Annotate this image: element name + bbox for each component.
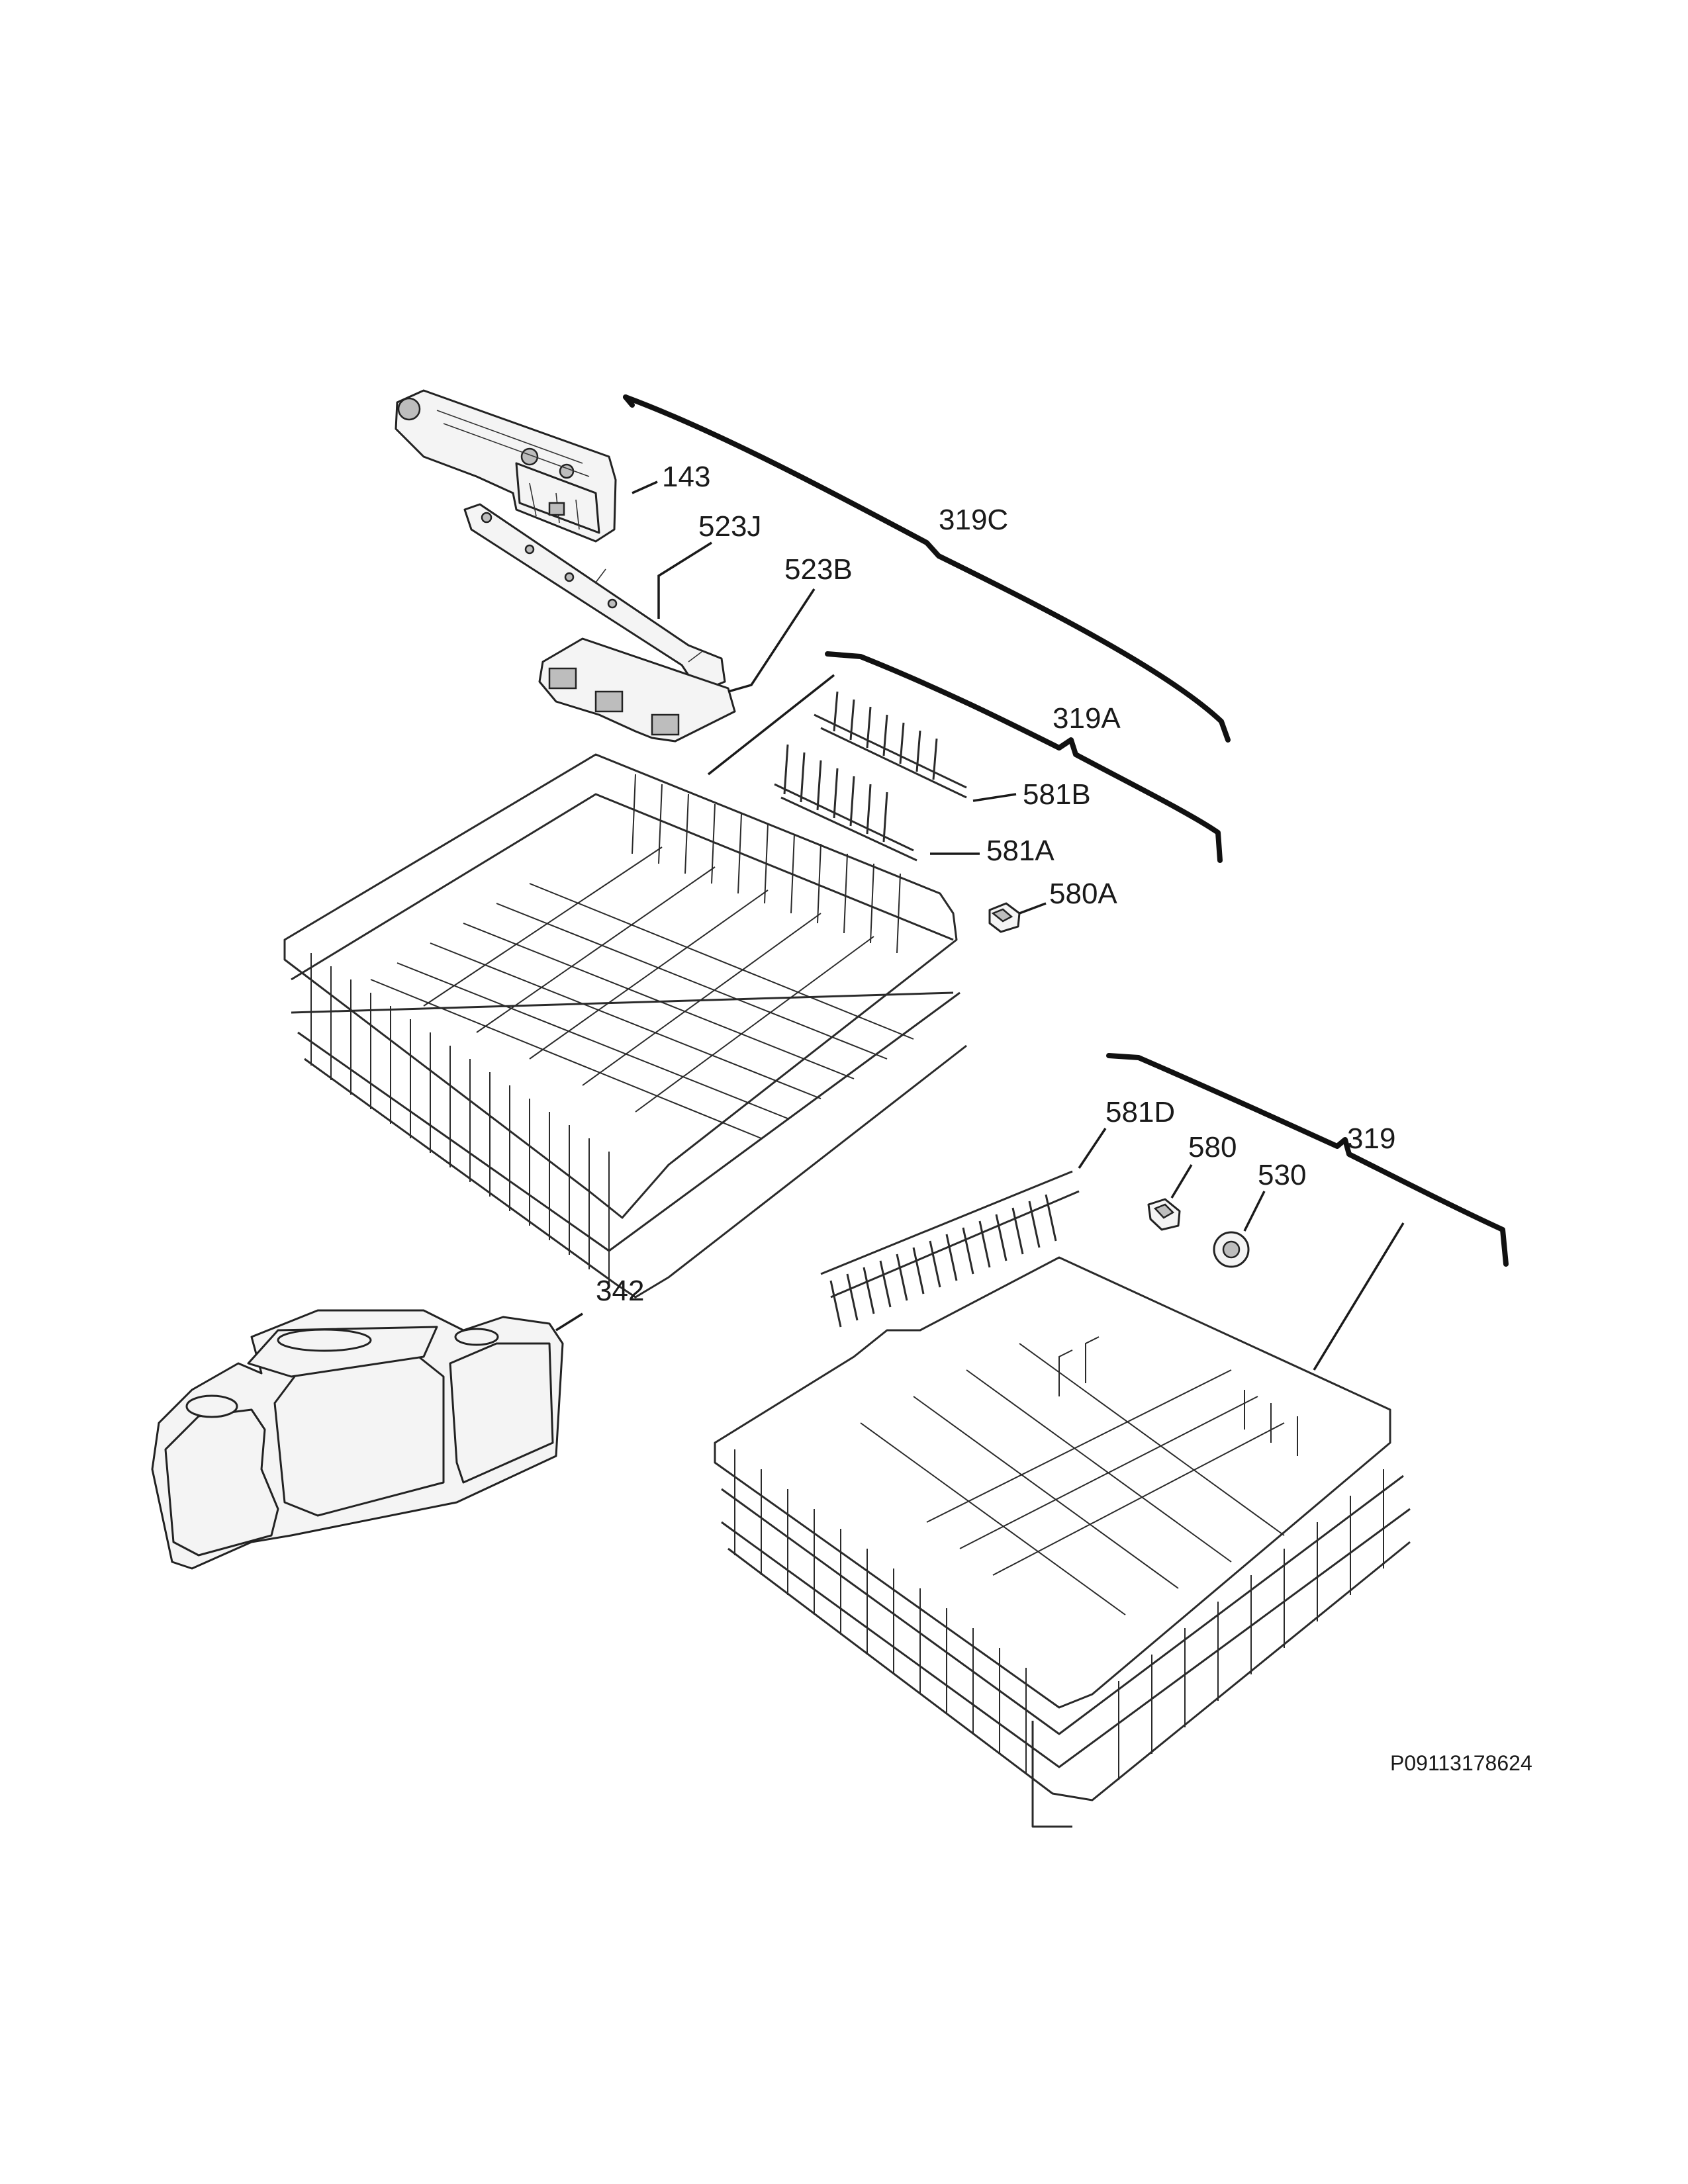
part-upper-rack bbox=[283, 753, 967, 1298]
part-581a-tine-row bbox=[774, 744, 917, 862]
leader-upper-rack bbox=[707, 674, 835, 776]
bracket-319c bbox=[623, 394, 1231, 743]
callout-580: 580 bbox=[1188, 1131, 1237, 1163]
part-581d-tine-row bbox=[820, 1170, 1080, 1328]
leader-580a bbox=[1019, 902, 1047, 915]
callout-523b: 523B bbox=[784, 553, 853, 586]
part-580-clip bbox=[1147, 1198, 1181, 1231]
document-number: P09113178624 bbox=[1390, 1751, 1532, 1775]
leader-581b bbox=[972, 793, 1017, 802]
leader-lower-rack bbox=[1313, 1222, 1405, 1371]
leader-523b bbox=[727, 588, 816, 693]
part-580a-clip bbox=[988, 902, 1021, 933]
part-523j-rail bbox=[463, 503, 726, 690]
leader-580 bbox=[1170, 1164, 1193, 1199]
callout-580a: 580A bbox=[1049, 878, 1117, 910]
bracket-319a bbox=[825, 651, 1223, 863]
leader-581d bbox=[1078, 1128, 1107, 1169]
part-581b-tine-row bbox=[814, 691, 967, 799]
callout-523j: 523J bbox=[698, 510, 761, 543]
callout-581d: 581D bbox=[1105, 1096, 1175, 1128]
part-143-rail-bracket bbox=[395, 389, 617, 543]
leader-530 bbox=[1243, 1191, 1266, 1232]
callout-319: 319 bbox=[1347, 1122, 1395, 1155]
bracket-319 bbox=[1106, 1053, 1509, 1267]
leader-143 bbox=[632, 480, 658, 494]
callout-342: 342 bbox=[596, 1275, 644, 1307]
part-523b-clip-tray bbox=[538, 637, 736, 743]
callout-581a: 581A bbox=[986, 835, 1055, 867]
leader-lines bbox=[555, 480, 1405, 1371]
callout-319c: 319C bbox=[939, 504, 1008, 536]
leader-523j bbox=[657, 541, 712, 619]
leader-342 bbox=[555, 1312, 583, 1332]
callout-530: 530 bbox=[1258, 1159, 1306, 1191]
callout-581b: 581B bbox=[1023, 778, 1091, 811]
callout-319a: 319A bbox=[1053, 702, 1121, 735]
part-lower-rack bbox=[714, 1256, 1411, 1828]
callout-143: 143 bbox=[662, 461, 710, 493]
part-530-wheel bbox=[1213, 1231, 1250, 1268]
callout-labels: 143 523J 523B 319C 319A 581B 581A 580A 5… bbox=[596, 461, 1532, 1775]
part-342-cutlery-basket bbox=[151, 1309, 564, 1570]
